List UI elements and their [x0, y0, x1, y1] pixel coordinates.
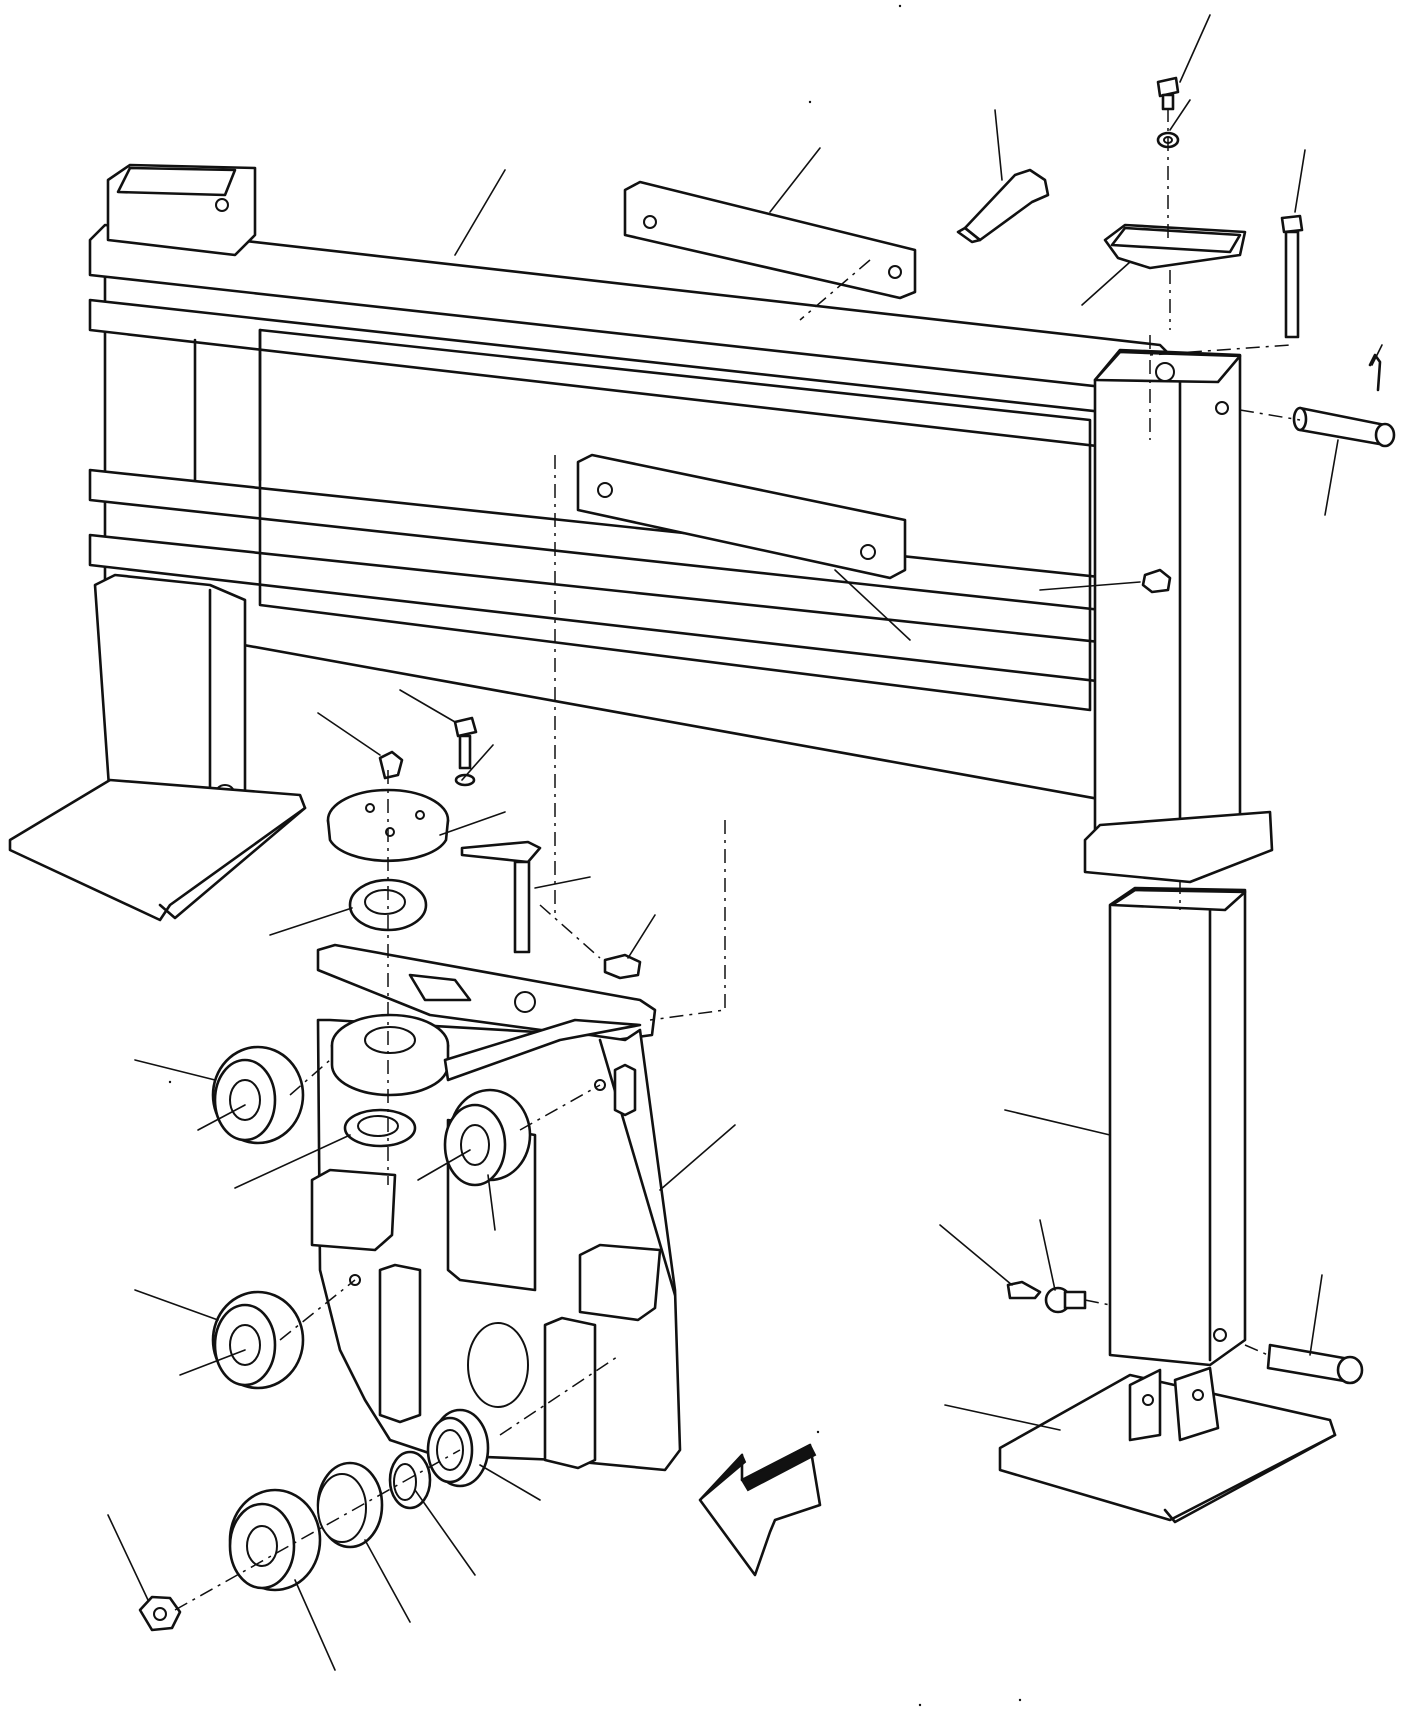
main-frame-beam: [88, 223, 1177, 812]
wing-nut: [603, 953, 642, 980]
hinge-pin: [1292, 353, 1396, 448]
flanged-bushing: [426, 1408, 490, 1488]
leg-pin: [1266, 1343, 1364, 1385]
seal-ring: [343, 1108, 417, 1148]
lower-roller: [228, 1488, 322, 1592]
side-bolt: [1006, 1280, 1087, 1314]
right-post-collar: [1083, 810, 1274, 884]
bearing-ring: [316, 1461, 384, 1549]
step-plate: [1103, 223, 1247, 270]
grease-nipple: [378, 750, 404, 780]
right-upper-post: [1093, 348, 1242, 852]
direction-arrow-icon: [698, 1443, 822, 1577]
locking-pin: [460, 840, 542, 954]
middle-left-roller: [211, 1290, 305, 1390]
lower-link-plate: [576, 453, 907, 580]
upper-right-roller: [443, 1088, 532, 1187]
vertical-bolt: [1280, 214, 1304, 339]
beam-nut: [1141, 568, 1172, 594]
left-top-cap: [106, 163, 257, 257]
carriage-top-plate: [316, 943, 657, 1042]
cap-screw: [453, 716, 478, 787]
assembly-centerlines: [174, 108, 1301, 1611]
lock-nut: [138, 1595, 182, 1632]
left-foot-pad: [8, 778, 307, 922]
leader-lines: [107, 14, 1383, 1671]
guide-blocks: [310, 1063, 662, 1470]
long-bolt: [956, 168, 1050, 244]
scan-specks: [168, 4, 1022, 1707]
upper-link-plate: [623, 180, 917, 300]
right-lower-leg: [1108, 886, 1247, 1367]
swivel-hub: [330, 1013, 642, 1097]
upper-left-roller: [211, 1045, 305, 1145]
spacer-ring: [388, 1450, 432, 1510]
right-foot-pad: [998, 1366, 1337, 1524]
